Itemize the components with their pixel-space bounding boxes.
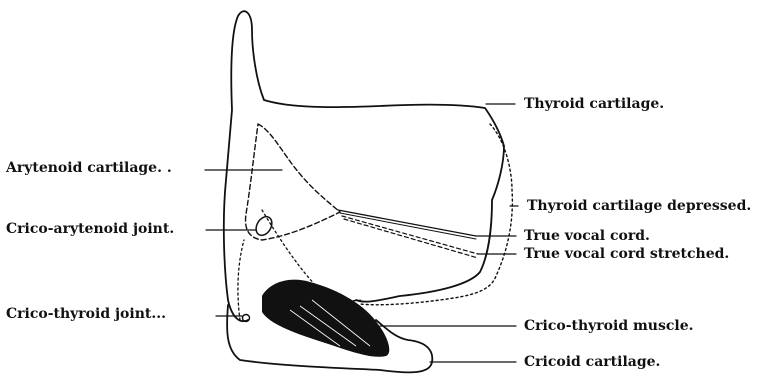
label-thyroid-cartilage: Thyroid cartilage. — [524, 96, 664, 112]
label-true-vocal-cord: True vocal cord. — [524, 228, 650, 244]
crico-thyroid-muscle-shape — [262, 280, 389, 357]
label-crico-thyroid-muscle: Crico-thyroid muscle. — [524, 318, 693, 334]
arytenoid-cartilage-outline — [246, 124, 340, 240]
label-arytenoid-cartilage: Arytenoid cartilage. . — [6, 160, 172, 176]
label-thyroid-cartilage-depressed: Thyroid cartilage depressed. — [527, 198, 751, 214]
label-cricoid-cartilage: Cricoid cartilage. — [524, 354, 660, 370]
label-true-vocal-cord-stretched: True vocal cord stretched. — [524, 246, 729, 262]
label-crico-arytenoid-joint: Crico-arytenoid joint. — [6, 221, 174, 237]
thyroid-cartilage-outline — [224, 11, 504, 321]
label-crico-thyroid-joint: Crico-thyroid joint... — [6, 306, 166, 322]
crico-arytenoid-joint — [253, 214, 275, 238]
thyroid-depressed-outline — [360, 124, 512, 305]
true-vocal-cord-stretched — [342, 216, 478, 258]
